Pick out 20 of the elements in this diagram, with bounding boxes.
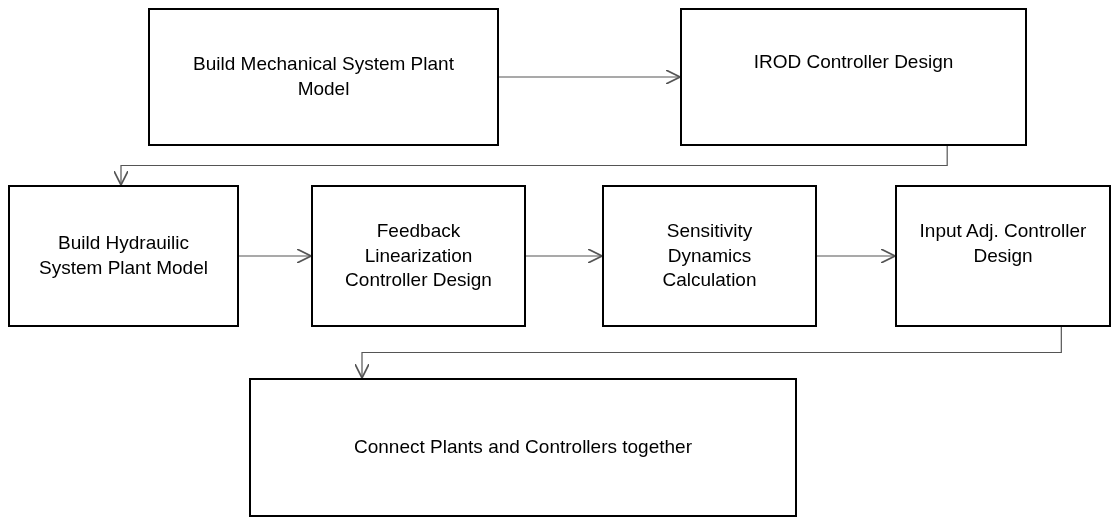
arrow bbox=[113, 145, 948, 186]
arrow bbox=[816, 248, 896, 264]
step-label: Input Adj. Controller Design bbox=[918, 219, 1088, 268]
step-label: Feedback Linearization Controller Design bbox=[344, 218, 493, 293]
step-label: IROD Controller Design bbox=[753, 49, 954, 74]
process-box bbox=[602, 185, 817, 327]
step-label: Connect Plants and Controllers together bbox=[354, 435, 692, 460]
arrow bbox=[498, 69, 681, 85]
process-box bbox=[249, 378, 797, 517]
process-box bbox=[8, 185, 239, 327]
arrow bbox=[525, 248, 603, 264]
process-box bbox=[680, 8, 1027, 146]
arrow bbox=[354, 326, 1062, 379]
process-box bbox=[311, 185, 526, 327]
arrow bbox=[238, 248, 312, 264]
step-label: Build Mechanical System Plant Model bbox=[192, 52, 455, 101]
step-label: Build Hydrauilic System Plant Model bbox=[38, 231, 209, 280]
step-label: Sensitivity Dynamics Calculation bbox=[661, 218, 758, 293]
process-box bbox=[148, 8, 499, 146]
process-box bbox=[895, 185, 1111, 327]
